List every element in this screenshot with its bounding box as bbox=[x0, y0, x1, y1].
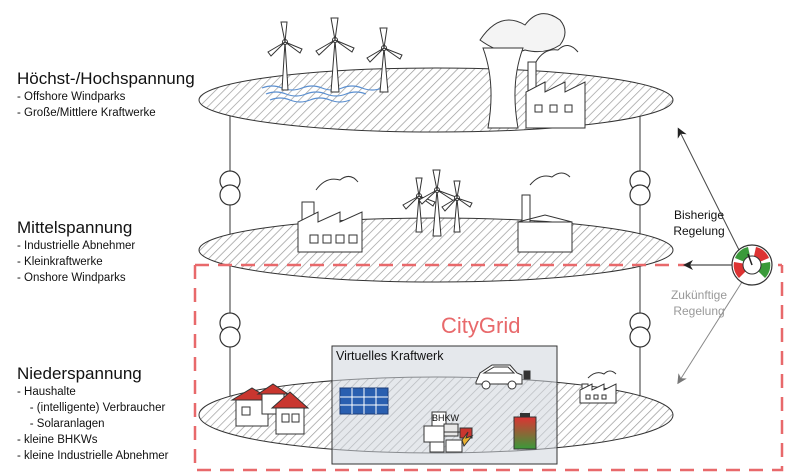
small-factory-icon bbox=[579, 370, 617, 404]
citygrid-boundary bbox=[193, 265, 784, 472]
medium-voltage-item: - Industrielle Abnehmer bbox=[17, 240, 136, 252]
wind-turbine-icon bbox=[315, 17, 355, 93]
high-voltage-title: Höchst-/Hochspannung bbox=[17, 69, 195, 88]
future-control-arrow bbox=[677, 281, 743, 385]
low-voltage-title: Niederspannung bbox=[17, 364, 142, 383]
low-voltage-item: - kleine BHKWs bbox=[17, 434, 98, 446]
low-voltage-item: - Haushalte bbox=[17, 386, 76, 398]
battery-icon bbox=[513, 413, 537, 450]
medium-voltage-item: - Kleinkraftwerke bbox=[17, 256, 103, 268]
wind-turbine-icon bbox=[441, 180, 473, 233]
wind-turbine-icon bbox=[267, 21, 303, 91]
chp-label: BHKW bbox=[432, 413, 459, 423]
medium-voltage-title: Mittelspannung bbox=[17, 218, 133, 237]
citygrid-label: CityGrid bbox=[441, 313, 521, 338]
transformer-icon bbox=[629, 312, 651, 348]
current-control-arrow bbox=[677, 127, 741, 253]
wind-turbine-icon bbox=[402, 177, 436, 233]
wind-turbine-icon bbox=[418, 169, 457, 237]
chp-unit-icon bbox=[423, 411, 474, 453]
low-voltage-item: - (intelligente) Verbraucher bbox=[17, 402, 166, 414]
virtual-power-plant-label: Virtuelles Kraftwerk bbox=[336, 349, 444, 363]
medium-voltage-item: - Onshore Windparks bbox=[17, 272, 126, 284]
electric-car-icon bbox=[475, 364, 531, 390]
wind-turbine-icon bbox=[366, 27, 403, 93]
high-voltage-item: - Offshore Windparks bbox=[17, 91, 126, 103]
power-plant-icon bbox=[479, 13, 586, 129]
small-power-plant-icon bbox=[517, 172, 573, 253]
low-voltage-item: - kleine Industrielle Abnehmer bbox=[17, 450, 169, 462]
current-control-label-line2: Regelung bbox=[673, 224, 725, 238]
transformer-icon bbox=[219, 312, 241, 348]
high-voltage-item: - Große/Mittlere Kraftwerke bbox=[17, 107, 156, 119]
current-control-label-line1: Bisherige bbox=[673, 208, 725, 222]
houses-icon bbox=[230, 383, 310, 435]
solar-panel-icon bbox=[339, 387, 389, 415]
transformer-icon bbox=[629, 170, 651, 206]
factory-icon bbox=[297, 176, 363, 253]
future-control-label-line1: Zukünftige bbox=[670, 288, 728, 302]
low-voltage-item: - Solaranlagen bbox=[17, 418, 105, 430]
transformer-icon bbox=[219, 170, 241, 206]
future-control-label-line2: Regelung bbox=[673, 304, 725, 318]
control-gauge-icon bbox=[731, 244, 773, 286]
